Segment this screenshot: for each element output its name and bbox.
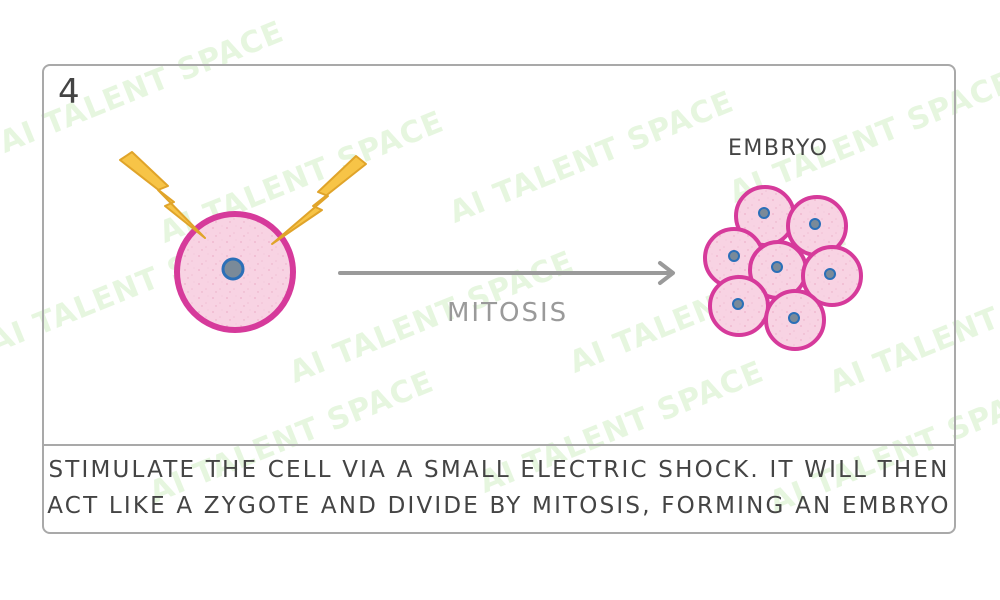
embryo-cell <box>801 245 863 307</box>
arrow-right-icon <box>338 261 675 285</box>
step-caption: STIMULATE THE CELL VIA A SMALL ELECTRIC … <box>42 452 956 524</box>
nucleus-icon <box>732 298 744 310</box>
embryo-cell <box>708 275 770 337</box>
nucleus-icon <box>758 207 770 219</box>
lightning-bolt-icon <box>119 151 206 239</box>
embryo-label: EMBRYO <box>728 136 829 161</box>
nucleus-icon <box>809 218 821 230</box>
nucleus-icon <box>221 257 245 281</box>
nucleus-icon <box>771 261 783 273</box>
unfertilized-cell <box>174 211 296 333</box>
caption-line-1: STIMULATE THE CELL VIA A SMALL ELECTRIC … <box>48 457 950 483</box>
mitosis-label: MITOSIS <box>447 298 569 328</box>
nucleus-icon <box>824 268 836 280</box>
nucleus-icon <box>728 250 740 262</box>
embryo-cell <box>764 289 826 351</box>
step-number: 4 <box>58 72 80 112</box>
lightning-bolt-icon <box>271 155 367 245</box>
nucleus-icon <box>788 312 800 324</box>
panel-divider <box>44 444 954 446</box>
embryo-cluster <box>703 185 863 351</box>
caption-line-2: ACT LIKE A ZYGOTE AND DIVIDE BY MITOSIS,… <box>47 493 951 519</box>
step-panel: 4 <box>42 64 956 534</box>
